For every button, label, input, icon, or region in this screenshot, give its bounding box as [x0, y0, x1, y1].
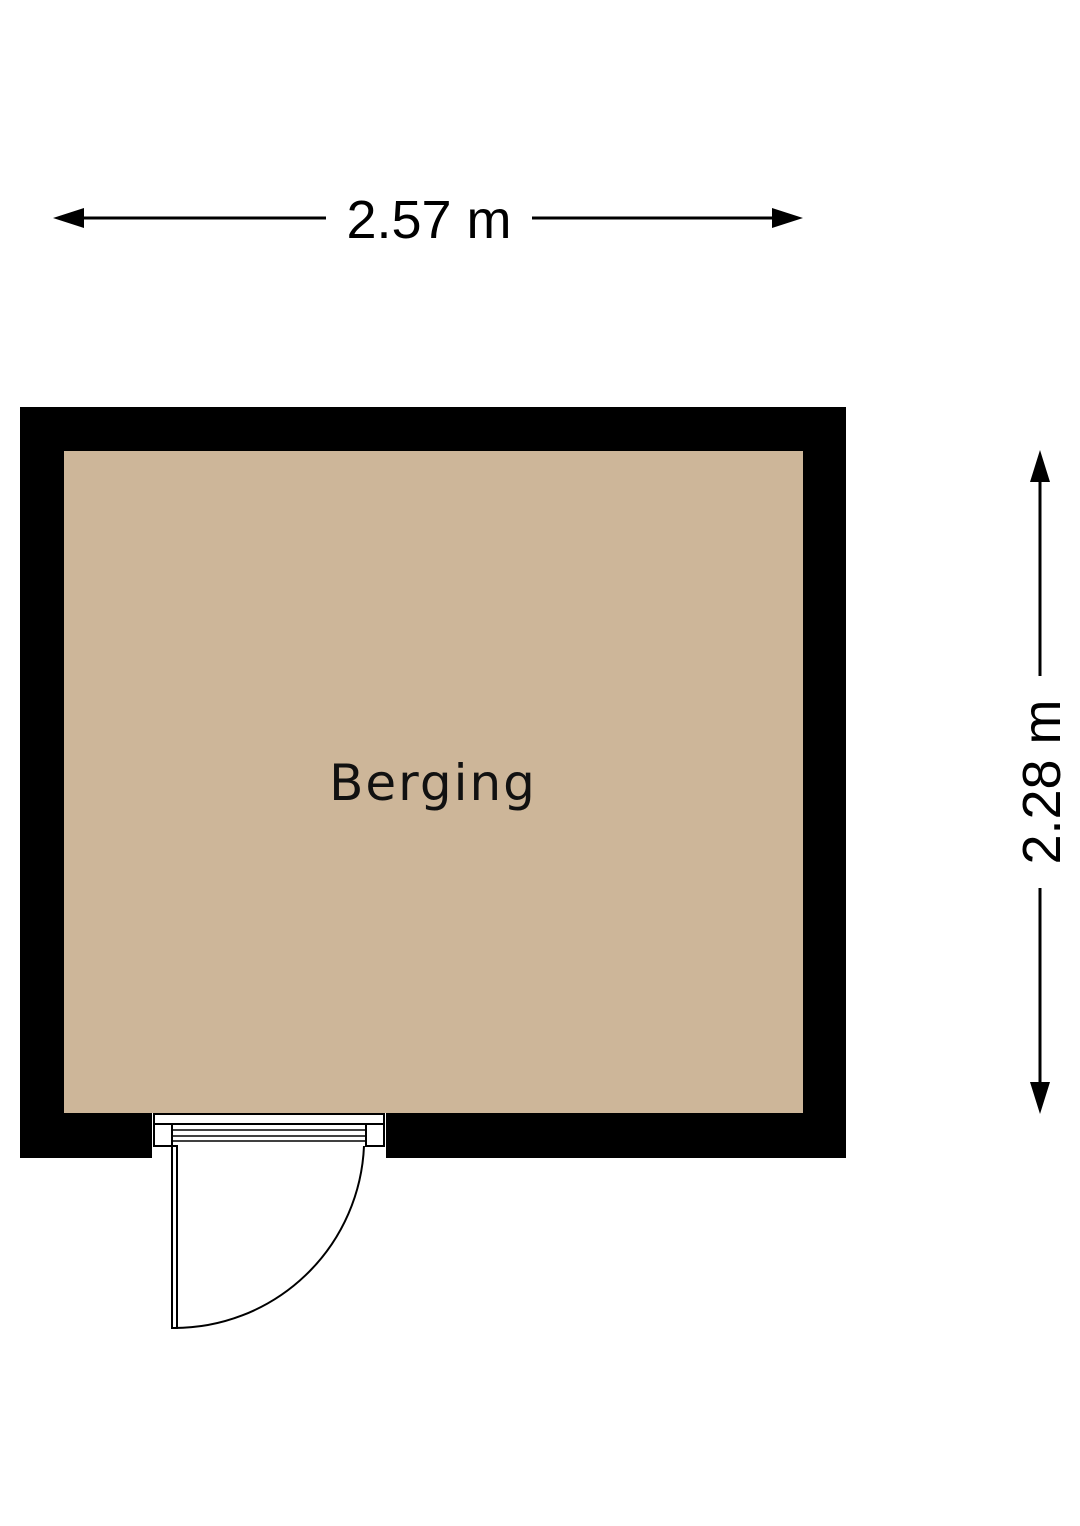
door — [152, 1113, 386, 1330]
door-frame — [153, 1113, 385, 1125]
room-label: Berging — [329, 754, 537, 812]
arrow-up-icon — [1030, 450, 1050, 482]
arrow-down-icon — [1030, 1082, 1050, 1114]
arrow-left-icon — [53, 208, 84, 228]
door-jamb-left — [153, 1123, 173, 1147]
width-dimension: 2.57 m — [53, 190, 803, 250]
room-floor — [64, 451, 803, 1113]
door-jamb-right — [365, 1123, 385, 1147]
height-dimension-label: 2.28 m — [1012, 699, 1072, 864]
arrow-right-icon — [772, 208, 803, 228]
door-swing-arc — [173, 1145, 365, 1330]
door-leaf — [171, 1145, 178, 1329]
width-dimension-label: 2.57 m — [346, 190, 511, 250]
height-dimension: 2.28 m — [1012, 450, 1072, 1114]
